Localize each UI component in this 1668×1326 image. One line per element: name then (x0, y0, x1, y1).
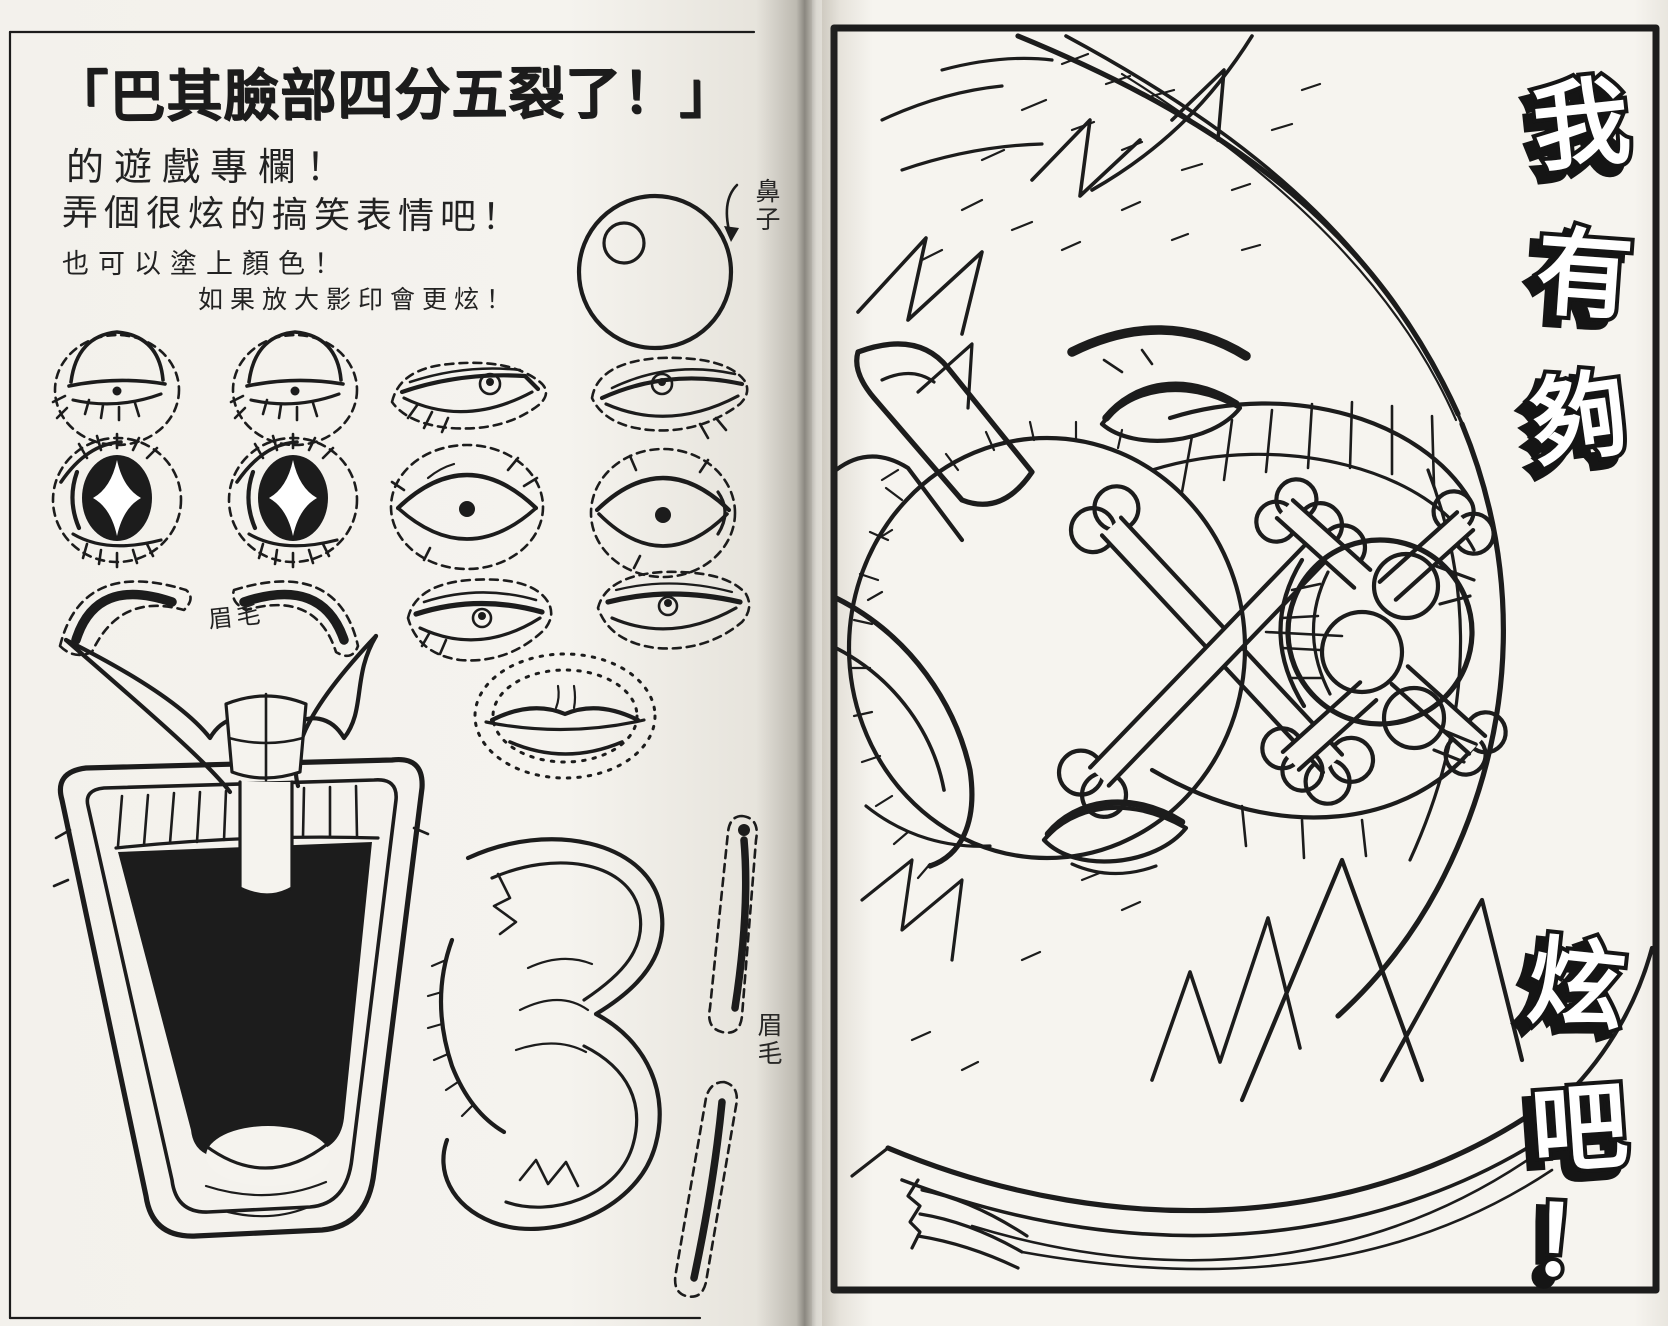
crossbones (1050, 477, 1382, 826)
sash-drawing (850, 945, 1655, 1271)
eye-oval-1 (389, 443, 545, 571)
left-page-art (8, 30, 758, 1320)
eye-star-1 (53, 434, 181, 567)
eyebrow-strip-1 (707, 814, 758, 1034)
note-line-2: 如果放大影印會更炫！ (198, 285, 519, 314)
subtitle-line-2: 弄個很炫的搞笑表情吧！ (61, 192, 525, 239)
vchar-shadow-4: 炫 (1513, 931, 1620, 1052)
vchar-shadow-2: 有 (1523, 223, 1627, 341)
eye-closed-2 (229, 330, 359, 447)
eye-closed-1 (51, 330, 181, 447)
eyebrow-label-right: 眉毛 (754, 1012, 783, 1068)
eye-narrow-1 (390, 361, 548, 434)
vchar-shadow-3: 夠 (1516, 366, 1627, 490)
vchar-shadow-1: 我 (1520, 73, 1627, 194)
eyebrow-strip-2 (673, 1080, 739, 1298)
vchar-1: 我 (1528, 64, 1635, 185)
eye-oval-2 (589, 447, 737, 579)
left-page: 「巴其臉部四分五裂了！」 的遊戲專欄！ 弄個很炫的搞笑表情吧！ 也可以塗上顏色！… (0, 0, 812, 1326)
eye-star-2 (229, 434, 357, 567)
eye-narrow-2 (590, 356, 749, 440)
note-line-1: 也可以塗上顏色！ (62, 249, 350, 280)
right-page-art: 我 我 有 有 夠 夠 炫 炫 吧 吧 ！ ！ (830, 24, 1660, 1313)
hair-goggle-drawing (426, 837, 665, 1232)
tongue-drawing (833, 595, 992, 869)
vchar-6: ！ (1528, 1185, 1630, 1302)
vchar-3: 夠 (1524, 357, 1635, 481)
eyebrow-left (58, 580, 192, 657)
mustache-mouth-drawing (63, 633, 379, 897)
right-page: 我 我 有 有 夠 夠 炫 炫 吧 吧 ！ ！ (822, 0, 1668, 1326)
vchar-shadow-5: 吧 (1519, 1078, 1623, 1196)
eye-halflid-2 (596, 570, 751, 650)
big-mouth-drawing (52, 756, 430, 1239)
eye-piece-top (1067, 325, 1251, 443)
page-title: 「巴其臉部四分五裂了！」 (51, 60, 737, 131)
left-page-frame (8, 30, 756, 1320)
hair-spikes-top (856, 56, 1226, 410)
nose-drawing (576, 183, 739, 351)
hair-spikes-bottom (860, 857, 1525, 1103)
finger-shapes (833, 341, 1035, 543)
nose-label: 鼻子 (752, 178, 781, 234)
eye-piece-bottom (1041, 799, 1189, 876)
face-ball (846, 420, 1248, 880)
vchar-2: 有 (1533, 216, 1637, 334)
hair-texture (866, 52, 1322, 1072)
subtitle-line-1: 的遊戲專欄！ (66, 145, 355, 189)
eye-halflid-1 (406, 578, 553, 662)
vchar-5: 吧 (1528, 1070, 1632, 1188)
vchar-shadow-6: ！ (1518, 1192, 1620, 1309)
jolly-roger-skull (1248, 471, 1514, 799)
vertical-catchphrase: 我 我 有 有 夠 夠 炫 炫 吧 吧 ！ ！ (1509, 60, 1640, 1313)
vchar-4: 炫 (1523, 924, 1630, 1045)
eyebrow-right (231, 580, 360, 658)
eyebrow-label-mid: 眉毛 (206, 600, 266, 634)
lips-drawing (473, 652, 657, 780)
